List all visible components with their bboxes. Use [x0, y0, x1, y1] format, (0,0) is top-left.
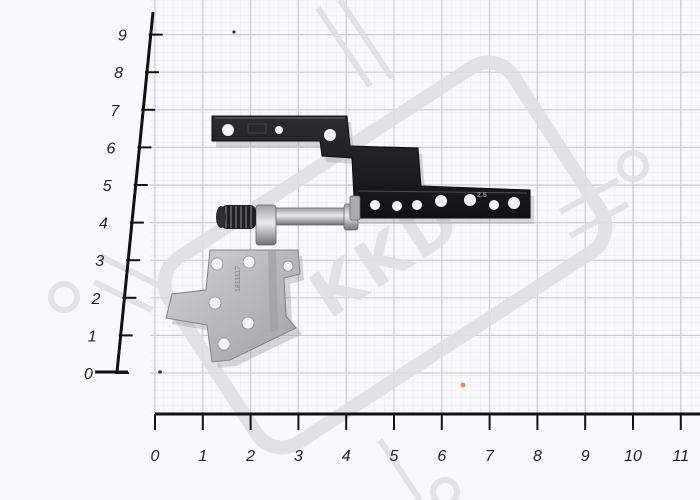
plate-screw-holes [208, 255, 294, 351]
y-tick-label: 4 [99, 216, 108, 233]
bracket-screw-holes [222, 124, 520, 211]
x-tick-label: 5 [390, 448, 399, 465]
x-tick-label: 8 [533, 448, 542, 465]
laptop-hinge: 2.5 [165, 115, 534, 368]
svg-text:2.5: 2.5 [477, 192, 487, 199]
y-tick-label: 2 [91, 291, 101, 308]
y-tick-label: 0 [84, 366, 93, 383]
x-tick-label: 1 [198, 448, 207, 465]
spring-coil [216, 205, 256, 229]
hinge-shaft [216, 195, 361, 246]
x-tick-label: 0 [151, 448, 160, 465]
y-tick-label: 5 [103, 178, 112, 195]
x-tick-label: 2 [245, 448, 255, 465]
y-tick-label: 6 [107, 140, 116, 157]
x-tick-label: 6 [437, 448, 446, 465]
x-tick-label: 10 [624, 448, 642, 465]
x-tick-label: 7 [485, 448, 495, 465]
y-tick-label: 1 [88, 328, 97, 345]
x-tick-label: 11 [672, 448, 689, 465]
part-marking: 1811117 [235, 266, 242, 292]
measurement-ruler: 0 1 2 3 4 5 6 7 8 9 10 11 0 1 2 3 4 5 6 7 8 9 [84, 11, 700, 465]
steel-mounting-plate [165, 249, 301, 363]
y-tick-label: 8 [114, 65, 123, 82]
y-tick-label: 3 [95, 253, 104, 270]
y-tick-label: 9 [118, 28, 127, 45]
y-tick-label: 7 [110, 103, 120, 120]
x-tick-label: 4 [342, 448, 351, 465]
x-tick-label: 3 [294, 448, 303, 465]
x-tick-label: 9 [581, 448, 590, 465]
